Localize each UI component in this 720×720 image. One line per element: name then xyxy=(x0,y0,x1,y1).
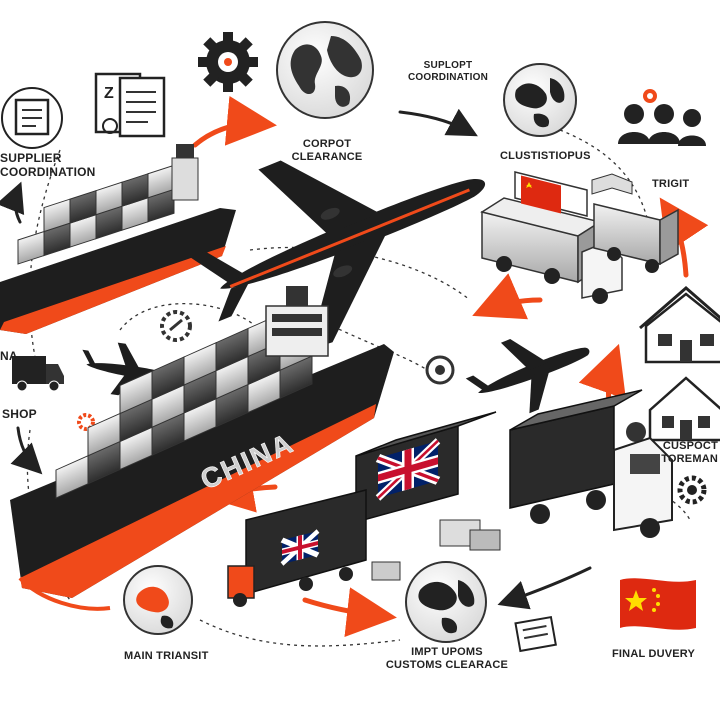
ship-icon: CHINA xyxy=(10,286,394,611)
truck-icon xyxy=(227,411,497,607)
gear-icon xyxy=(677,475,707,505)
people-icon xyxy=(618,89,706,146)
black-flow-arrows xyxy=(0,108,592,610)
house-icon xyxy=(639,286,720,364)
document-icon xyxy=(1,87,63,149)
china-flag-icon xyxy=(620,578,696,630)
label-shop: SHOP xyxy=(2,407,37,421)
ship-containers xyxy=(17,144,199,265)
ship-icon xyxy=(0,144,236,334)
ship-containers xyxy=(55,286,329,499)
package-icon xyxy=(371,519,501,581)
label-clustistopus: CLUSTISTIOPUS xyxy=(500,150,591,162)
label-suplopt-coordination: SUPLOPT COORDINATION xyxy=(408,60,488,83)
gear-icon xyxy=(198,32,258,92)
label-main-transit: MAIN TRIANSIT xyxy=(124,650,209,662)
gear-icon xyxy=(160,310,192,342)
airplane-icon xyxy=(465,339,590,414)
map-icon xyxy=(591,173,633,195)
globe-icon xyxy=(405,561,487,643)
label-corpot-clearance: CORPOT CLEARANCE xyxy=(291,138,363,163)
label-trigit: TRIGIT xyxy=(652,178,690,190)
airplane-icon xyxy=(190,160,485,350)
globe-icon xyxy=(276,21,374,119)
document-icon xyxy=(514,615,557,653)
globe-icon xyxy=(503,63,577,137)
uk-flag-icon xyxy=(280,529,320,566)
house-icon xyxy=(626,376,720,442)
gear-icon xyxy=(77,413,95,431)
label-supplier-coordination: SUPPLIER COORDINATION xyxy=(0,151,96,179)
label-final-duvery: FINAL DUVERY xyxy=(612,648,696,660)
truck-icon xyxy=(509,389,673,538)
document-icon: Z xyxy=(94,72,166,138)
uk-flag-icon xyxy=(375,438,441,501)
label-impt-upoms: IMPT UPOMS CUSTOMS CLEARACE xyxy=(385,646,509,671)
truck-icon xyxy=(12,356,64,392)
label-na: NA xyxy=(0,349,18,363)
label-cuspoct-toreman: CUSPOCT TOREMAN xyxy=(661,440,718,465)
truck-icon xyxy=(480,171,679,304)
gear-icon xyxy=(425,355,455,385)
globe-icon xyxy=(123,565,193,635)
svg-text:Z: Z xyxy=(104,85,114,102)
